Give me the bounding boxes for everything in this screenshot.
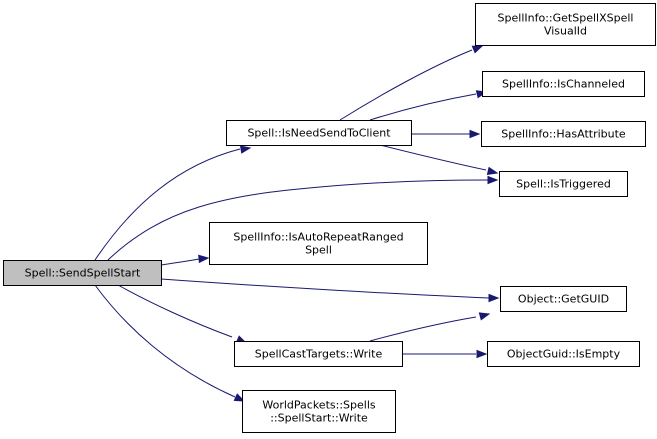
node-cttwrite[interactable]: SpellCastTargets::Write bbox=[234, 341, 403, 367]
node-box bbox=[500, 286, 627, 312]
edge-line bbox=[369, 93, 477, 121]
node-label: Object::GetGUID bbox=[518, 293, 609, 306]
edge-root-autorepeat bbox=[160, 254, 210, 266]
node-label: ObjectGuid::IsEmpty bbox=[507, 348, 621, 361]
edge-root-getguid bbox=[160, 278, 500, 303]
node-label: WorldPackets::Spells bbox=[262, 399, 375, 412]
edge-root-needsend bbox=[94, 145, 252, 261]
node-label: SpellInfo::GetSpellXSpell bbox=[498, 12, 634, 25]
node-box bbox=[482, 71, 645, 97]
edge-line bbox=[369, 316, 477, 342]
edge-line bbox=[94, 284, 236, 398]
edge-line bbox=[339, 49, 473, 121]
call-nodes: Spell::SendSpellStart Spell::IsNeedSendTo… bbox=[3, 3, 656, 433]
arrowhead-icon bbox=[478, 312, 491, 321]
node-label: VisualId bbox=[544, 25, 587, 38]
node-needsend[interactable]: Spell::IsNeedSendToClient bbox=[226, 120, 412, 146]
arrowhead-icon bbox=[488, 293, 500, 303]
node-channeled[interactable]: SpellInfo::IsChanneled bbox=[482, 71, 645, 97]
edge-cttwrite-getguid bbox=[369, 312, 491, 342]
edge-line bbox=[94, 148, 241, 261]
node-label: Spell::IsTriggered bbox=[516, 178, 611, 191]
edge-line bbox=[160, 258, 200, 266]
node-isempty[interactable]: ObjectGuid::IsEmpty bbox=[487, 341, 640, 367]
edge-line bbox=[379, 144, 487, 171]
node-box bbox=[242, 390, 396, 433]
node-hasattr[interactable]: SpellInfo::HasAttribute bbox=[481, 121, 646, 147]
node-box bbox=[499, 171, 628, 197]
arrowhead-icon bbox=[198, 254, 210, 264]
node-wpwrite[interactable]: WorldPackets::Spells::SpellStart::Write bbox=[242, 390, 396, 433]
node-box bbox=[475, 3, 656, 46]
node-label: Spell::SendSpellStart bbox=[25, 267, 141, 280]
edge-root-triggered bbox=[107, 175, 499, 261]
node-label: ::SpellStart::Write bbox=[270, 412, 368, 425]
arrowhead-icon bbox=[486, 166, 499, 175]
edge-needsend-triggered bbox=[379, 144, 499, 175]
node-label: Spell bbox=[305, 244, 332, 257]
node-label: Spell::IsNeedSendToClient bbox=[247, 127, 391, 140]
arrowhead-icon bbox=[469, 129, 481, 139]
arrowhead-icon bbox=[487, 175, 499, 185]
node-box bbox=[481, 121, 646, 147]
node-triggered[interactable]: Spell::IsTriggered bbox=[499, 171, 628, 197]
arrowhead-icon bbox=[233, 393, 246, 402]
node-box bbox=[226, 120, 412, 146]
node-label: SpellInfo::HasAttribute bbox=[501, 128, 626, 141]
arrowhead-icon bbox=[471, 45, 484, 54]
node-box bbox=[209, 222, 428, 265]
edge-line bbox=[117, 284, 233, 338]
edge-line bbox=[107, 179, 489, 261]
arrowhead-icon bbox=[239, 145, 252, 154]
node-box bbox=[487, 341, 640, 367]
node-label: SpellInfo::IsAutoRepeatRanged bbox=[233, 231, 403, 244]
edge-needsend-hasattr bbox=[411, 129, 481, 139]
edge-root-cttwrite bbox=[117, 284, 248, 344]
node-label: SpellCastTargets::Write bbox=[255, 348, 383, 361]
call-edges bbox=[94, 45, 500, 402]
node-box bbox=[3, 260, 162, 286]
node-getguid[interactable]: Object::GetGUID bbox=[500, 286, 627, 312]
node-box bbox=[234, 341, 403, 367]
node-label: SpellInfo::IsChanneled bbox=[502, 78, 625, 91]
edge-root-wpwrite bbox=[94, 284, 246, 402]
edge-needsend-visual bbox=[339, 45, 484, 121]
edge-line bbox=[160, 278, 490, 299]
node-root: Spell::SendSpellStart bbox=[3, 260, 162, 286]
edge-cttwrite-isempty bbox=[401, 349, 488, 359]
arrowhead-icon bbox=[476, 349, 488, 359]
edge-needsend-channeled bbox=[369, 90, 488, 121]
